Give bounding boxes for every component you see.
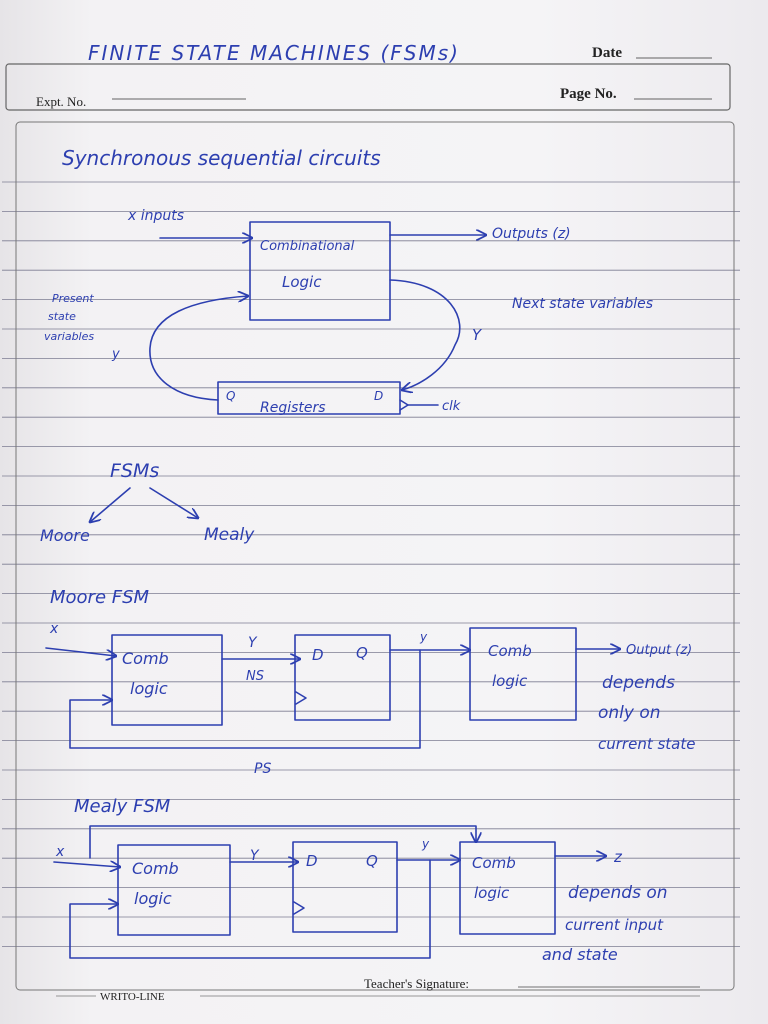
sync-circuit-diagram: Synchronous sequential circuits x inputs… <box>44 146 653 416</box>
comb-block-line1: Combinational <box>260 239 355 254</box>
page-title: FINITE STATE MACHINES (FSMs) <box>88 41 460 65</box>
mealy-output-label: z <box>613 848 623 866</box>
moore-y-label: Y <box>248 635 258 651</box>
next-state-y-label: Y <box>472 326 483 344</box>
moore-output-logic-block <box>469 627 577 721</box>
mealy-x-label: x <box>55 844 65 860</box>
mealy-comb2-line2: logic <box>474 884 510 902</box>
moore-ff-q-label: Q <box>356 644 368 662</box>
moore-comb2-line2: logic <box>492 672 528 690</box>
moore-ns-label: NS <box>246 669 264 684</box>
present-label-line3: variables <box>44 330 94 343</box>
mealy-ff-q-label: Q <box>366 852 378 870</box>
mealy-input-arrow <box>53 862 120 867</box>
moore-heading: Moore FSM <box>50 587 150 608</box>
brand-label: WRITO-LINE <box>100 991 165 1003</box>
moore-x-label: x <box>49 621 59 637</box>
mealy-note-line1: depends on <box>568 883 668 903</box>
mealy-note-line2: current input <box>565 916 664 934</box>
mealy-note-line3: and state <box>542 945 618 964</box>
mealy-ff-clock-triangle <box>293 901 305 915</box>
moore-ff-clock-triangle <box>295 691 307 705</box>
mealy-fsm-diagram: Mealy FSM x Comb logic Y D Q y Comb logi… <box>53 796 668 964</box>
mealy-input-to-output-logic <box>89 825 476 859</box>
footer: Teacher's Signature: WRITO-LINE <box>56 976 700 1003</box>
moore-y-small-label: y <box>419 630 428 644</box>
combinational-logic-block <box>249 221 391 321</box>
present-y-label: y <box>111 347 120 362</box>
outputs-label: Outputs (z) <box>492 226 571 242</box>
header-box <box>5 63 731 111</box>
moore-comb1-line1: Comb <box>122 649 169 668</box>
mealy-present-state-feedback <box>69 859 431 959</box>
moore-input-arrow <box>45 647 116 656</box>
clk-label: clk <box>442 399 461 414</box>
page-no-label: Page No. <box>560 86 617 102</box>
moore-comb1-line2: logic <box>130 679 168 698</box>
moore-branch-arrow <box>90 487 131 522</box>
moore-output-label: Output (z) <box>626 643 692 658</box>
mealy-y-label: Y <box>250 848 260 864</box>
moore-present-state-feedback <box>69 649 421 749</box>
moore-note-line2: only on <box>598 703 661 723</box>
register-d-label: D <box>374 389 383 403</box>
mealy-ff-d-label: D <box>306 852 318 870</box>
header: FINITE STATE MACHINES (FSMs) Date Expt. … <box>5 41 731 111</box>
present-state-feedback-arrow <box>149 296 248 401</box>
expt-label: Expt. No. <box>36 94 86 109</box>
clock-triangle <box>399 399 409 411</box>
registers-block <box>217 381 401 415</box>
moore-note-line3: current state <box>598 735 695 753</box>
inputs-label: x inputs <box>127 208 184 224</box>
moore-comb-logic-block <box>111 634 223 726</box>
registers-label: Registers <box>260 400 326 416</box>
mealy-heading: Mealy FSM <box>74 796 171 817</box>
mealy-comb-logic-block <box>117 844 231 936</box>
fsm-classification: FSMs Moore Mealy <box>40 460 255 545</box>
mealy-comb2-line1: Comb <box>472 854 516 872</box>
ruled-lines <box>2 181 740 947</box>
mealy-comb1-line1: Comb <box>132 859 179 878</box>
next-state-arrow <box>389 279 461 390</box>
teacher-signature-label: Teacher's Signature: <box>364 976 469 991</box>
fsm-root-label: FSMs <box>110 460 159 482</box>
comb-block-line2: Logic <box>282 273 322 291</box>
moore-flipflop-block <box>294 634 391 721</box>
writing-area-border <box>15 121 735 991</box>
moore-fsm-diagram: Moore FSM x Comb logic Y NS D Q y Comb l… <box>45 587 695 777</box>
register-q-label: Q <box>226 389 235 403</box>
moore-leaf-label: Moore <box>40 526 90 545</box>
moore-ps-label: PS <box>254 761 271 777</box>
mealy-branch-arrow <box>149 487 198 518</box>
mealy-output-logic-block <box>459 841 556 935</box>
mealy-comb1-line2: logic <box>134 889 172 908</box>
moore-ff-d-label: D <box>312 646 324 664</box>
next-state-label: Next state variables <box>512 296 653 312</box>
present-label-line1: Present <box>52 292 94 305</box>
date-label: Date <box>592 45 622 61</box>
sync-heading: Synchronous sequential circuits <box>62 146 381 170</box>
mealy-flipflop-block <box>292 841 398 933</box>
mealy-y-small-label: y <box>421 837 430 851</box>
moore-note-line1: depends <box>602 673 675 693</box>
mealy-leaf-label: Mealy <box>204 525 255 545</box>
present-label-line2: state <box>48 310 76 323</box>
moore-comb2-line1: Comb <box>488 642 532 660</box>
